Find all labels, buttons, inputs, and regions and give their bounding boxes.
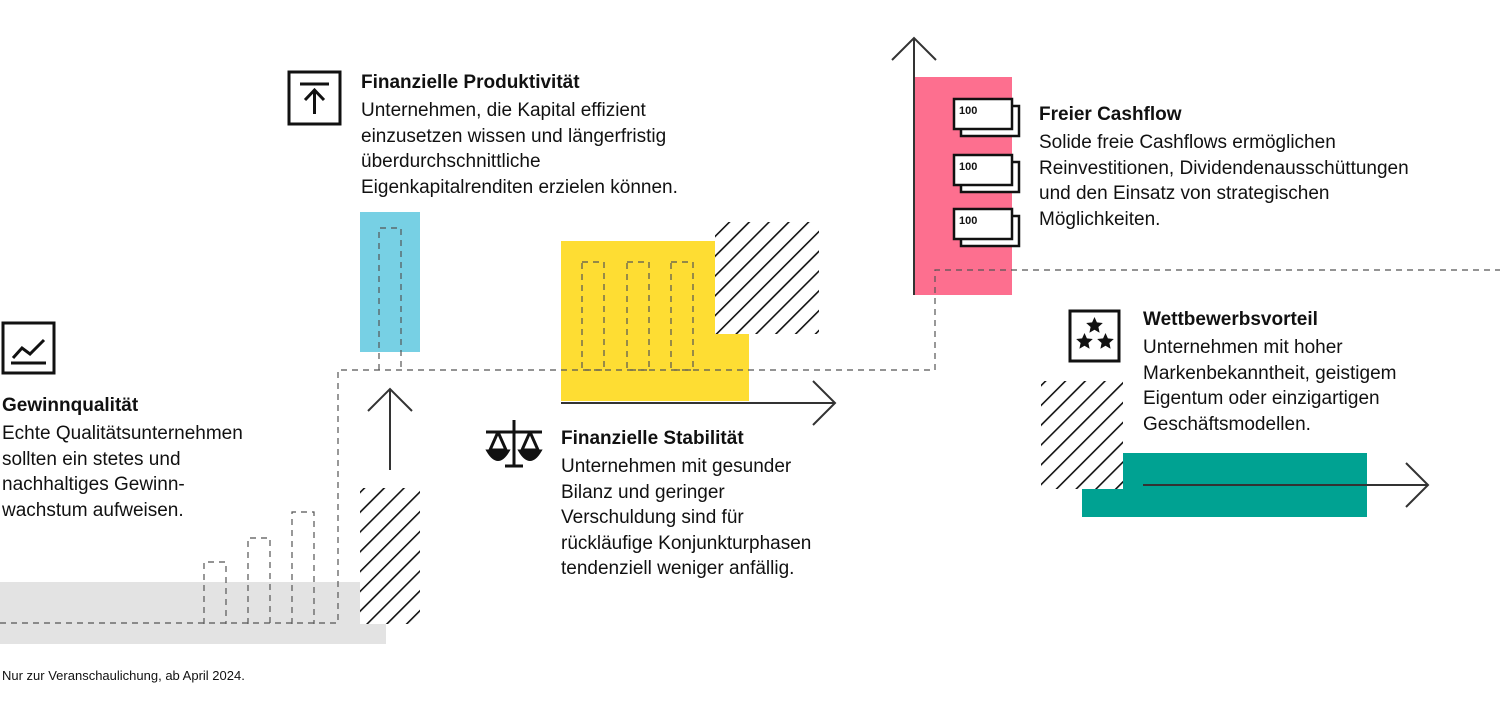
line-chart-icon: [1, 321, 56, 375]
dashed-connector: [0, 227, 1500, 624]
cashflow-title: Freier Cashflow: [1039, 104, 1182, 125]
banknote-label-3: 100: [959, 215, 977, 227]
arrow-up-to-line-icon: [287, 70, 342, 126]
grey-block: [0, 582, 386, 644]
blue-block: [360, 212, 420, 352]
gewinn-title: Gewinnqualität: [2, 395, 139, 416]
stars-icon: [1068, 309, 1121, 363]
balance-scale-icon: [485, 420, 543, 468]
hatch-block-3: [1041, 381, 1123, 489]
footnote: Nur zur Veranschaulichung, ab April 2024…: [2, 668, 245, 683]
gewinn-text: Echte Qualitätsunternehmen sollten ein s…: [2, 423, 243, 521]
banknote-stack-icon: 100 100 100: [952, 97, 1021, 248]
produktiv-title: Finanzielle Produktivität: [361, 72, 580, 93]
arrows: [367, 36, 1430, 508]
cashflow-text: Solide freie Cashflows ermöglichen Reinv…: [1039, 132, 1409, 230]
banknote-label-2: 100: [959, 161, 977, 173]
produktiv-text: Unternehmen, die Kapital effizient einzu…: [361, 100, 678, 198]
wettbewerb-title: Wettbewerbsvorteil: [1143, 309, 1318, 330]
hatch-block-1: [360, 488, 420, 624]
wettbewerb-text: Unternehmen mit hoher Markenbekanntheit,…: [1143, 337, 1397, 435]
stabil-title: Finanzielle Stabilität: [561, 428, 744, 449]
stabil-text: Unternehmen mit gesunder Bilanz und geri…: [561, 456, 812, 579]
banknote-label-1: 100: [959, 105, 977, 117]
hatch-block-2: [715, 222, 819, 334]
